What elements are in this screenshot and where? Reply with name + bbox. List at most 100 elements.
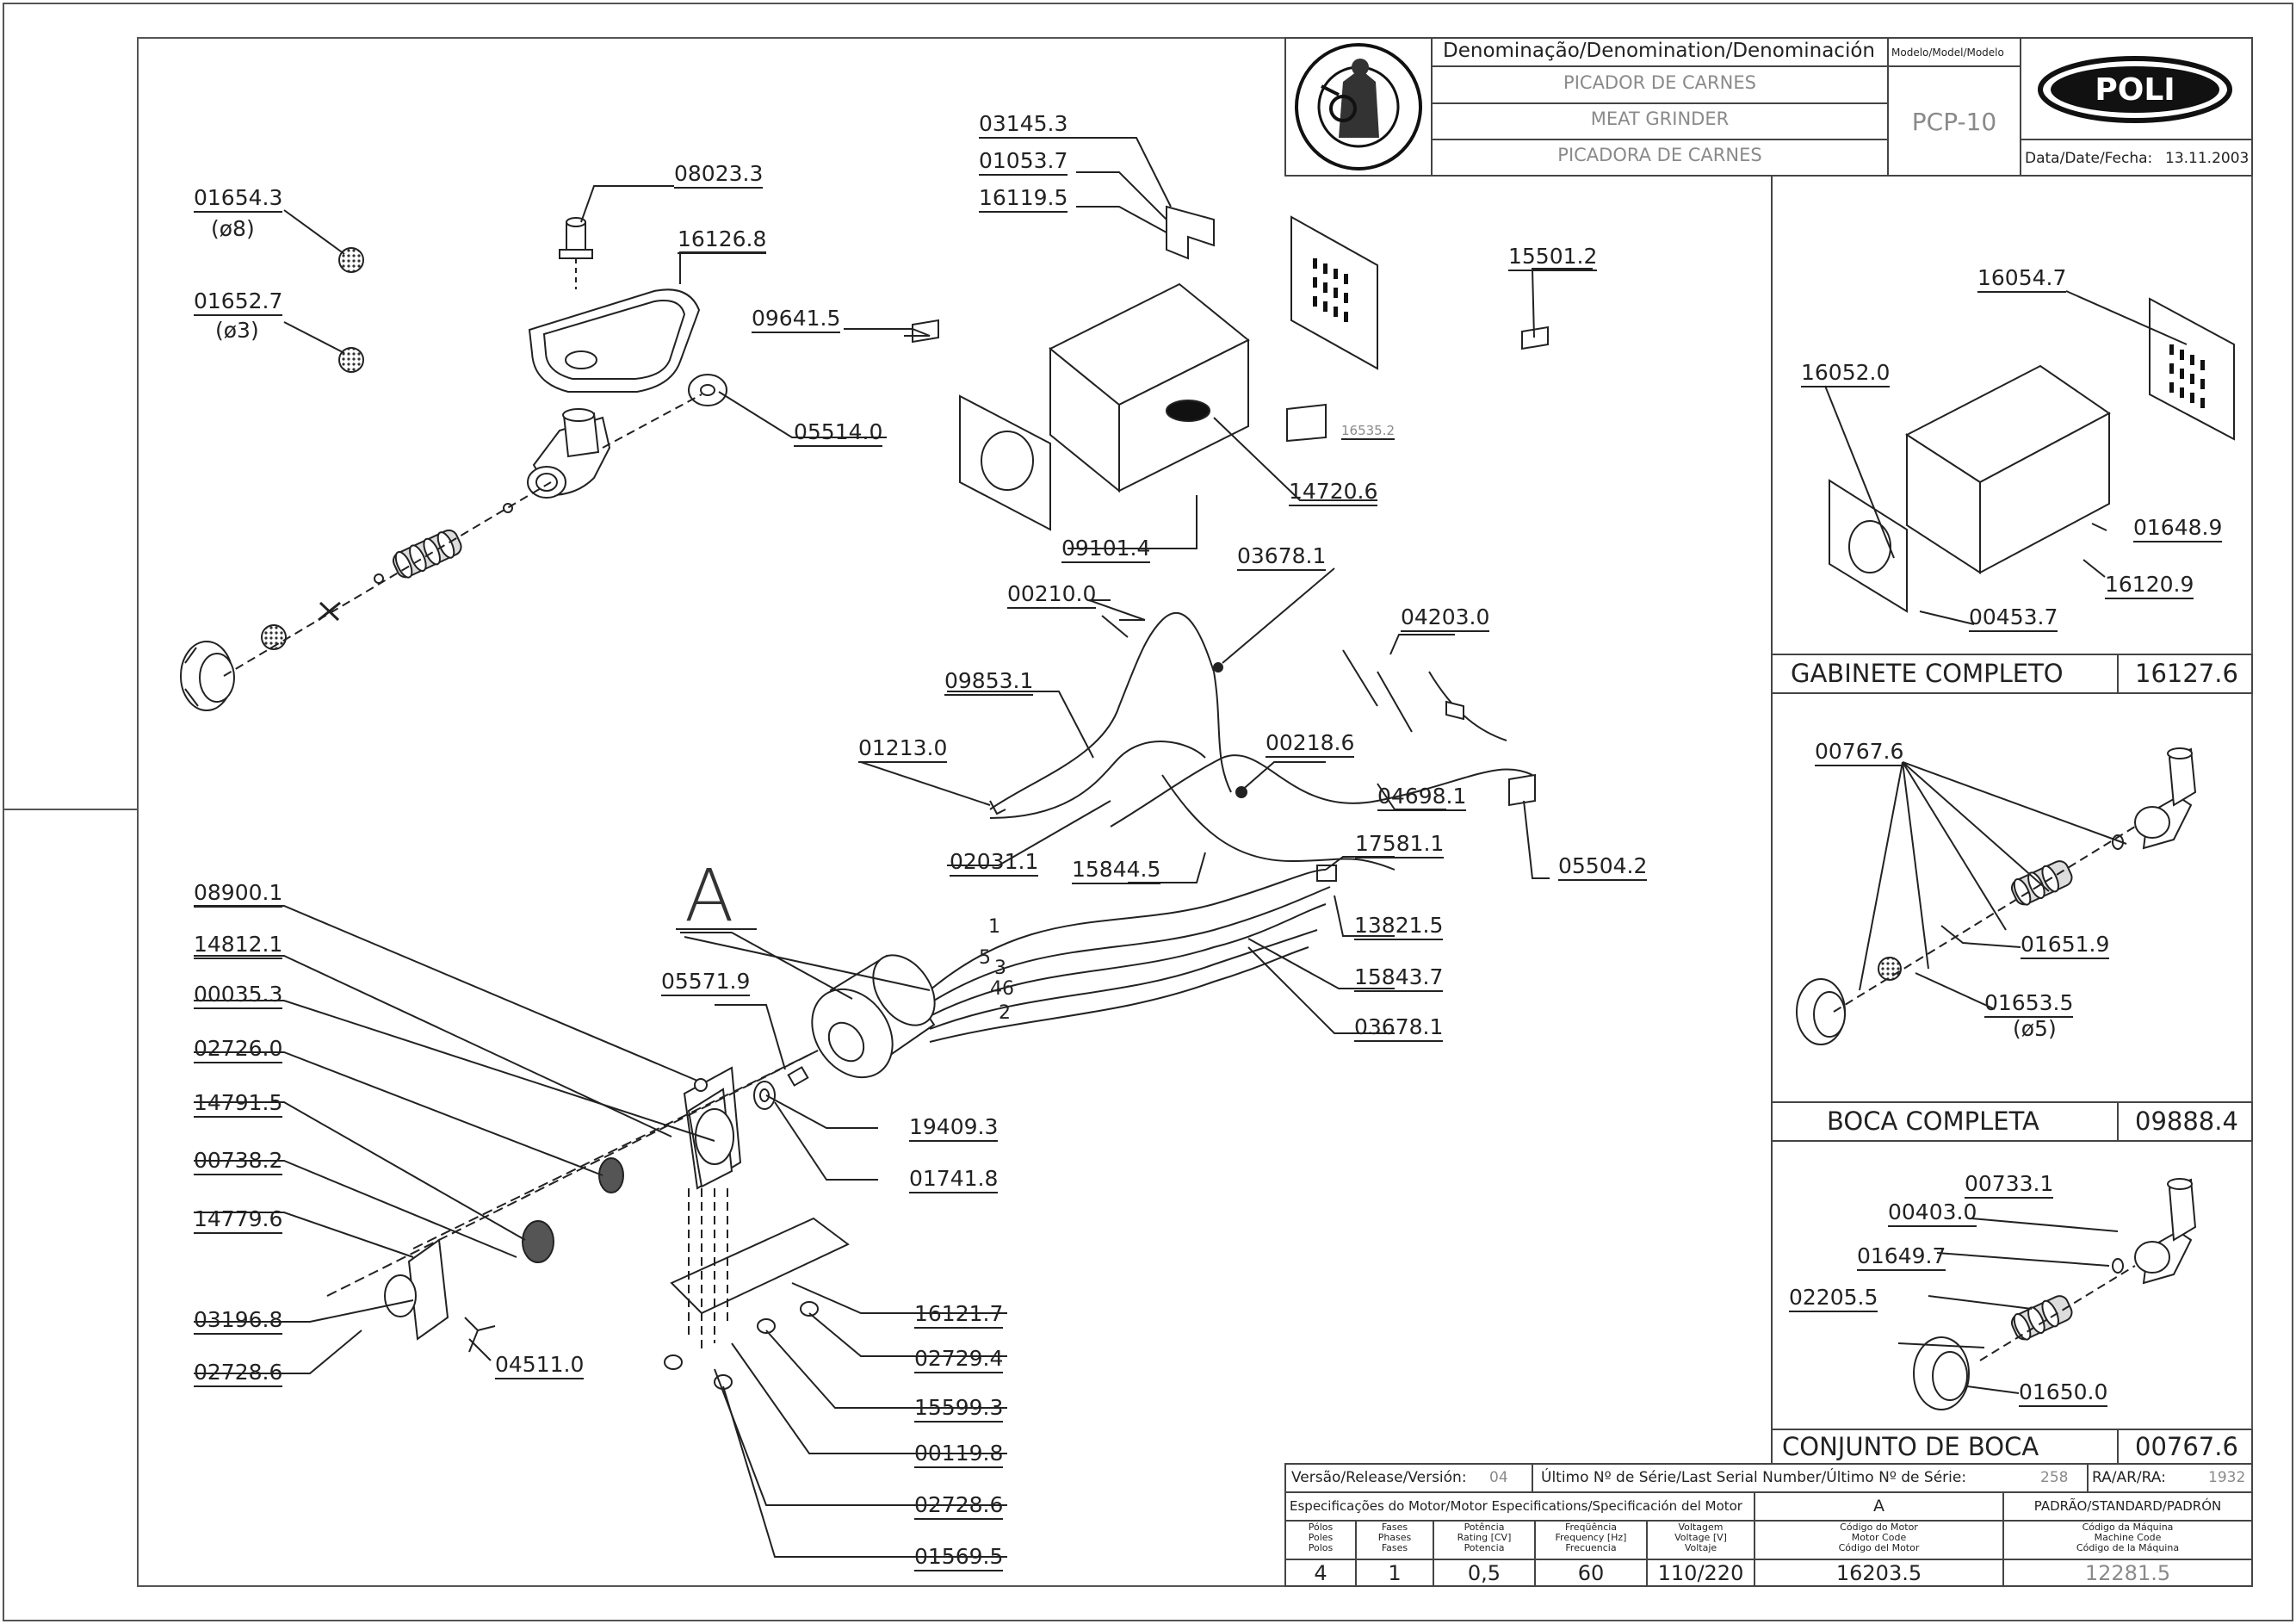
part-label: 01053.7	[979, 148, 1068, 176]
spec-value-voltage: 110/220	[1657, 1561, 1744, 1585]
version-label: Versão/Release/Versión:	[1291, 1469, 1467, 1486]
part-label: 00453.7	[1969, 604, 2058, 632]
wire-number: 1	[988, 916, 1000, 938]
part-label: 02205.5	[1789, 1285, 1878, 1312]
part-label: 04203.0	[1401, 604, 1490, 632]
wiring-drawing	[929, 611, 1536, 1043]
part-label: 19409.3	[909, 1114, 999, 1142]
motor-variant: A	[1873, 1497, 1884, 1516]
part-label: 15844.5	[1072, 857, 1161, 884]
wire-number: 5	[979, 947, 991, 969]
authorized-service-seal	[1295, 43, 1422, 170]
part-label: 16052.0	[1801, 360, 1891, 387]
motor-variant-letter: A	[684, 853, 734, 938]
part-label: 01653.5	[1984, 990, 2074, 1018]
part-label: 09101.4	[1061, 536, 1151, 563]
part-label: 17581.1	[1355, 831, 1445, 858]
cabinet-kit-drawing	[1829, 297, 2235, 613]
date-value: 13.11.2003	[2165, 150, 2250, 167]
motor-spec-label: Especificações do Motor/Motor Especifica…	[1290, 1498, 1742, 1514]
part-label: 16054.7	[1977, 265, 2067, 293]
part-label: 02728.6	[914, 1492, 1004, 1520]
spec-value-phases: 1	[1388, 1561, 1402, 1585]
part-label: 01650.0	[2019, 1379, 2108, 1407]
wire-number: 3	[994, 958, 1006, 979]
model-header: Modelo/Model/Modelo	[1891, 46, 2004, 59]
part-label: 00738.2	[194, 1148, 283, 1175]
wire-number: 46	[990, 978, 1014, 1000]
part-label: 14779.6	[194, 1206, 283, 1234]
part-label: 00119.8	[914, 1441, 1004, 1468]
spec-value-frequency: 60	[1577, 1561, 1605, 1585]
part-label: 00218.6	[1266, 730, 1355, 758]
part-label: 04511.0	[495, 1352, 585, 1379]
part-sublabel: (ø3)	[215, 318, 259, 343]
part-label: 05504.2	[1558, 853, 1648, 881]
mouth-set-code: 00767.6	[2135, 1432, 2238, 1461]
name-spanish: PICADORA DE CARNES	[1557, 145, 1762, 165]
poli-logo	[2038, 56, 2232, 123]
ra-value: 1932	[2208, 1469, 2246, 1486]
spec-value-rating: 0,5	[1467, 1561, 1501, 1585]
part-label: 03145.3	[979, 111, 1068, 139]
mouth-set-title: CONJUNTO DE BOCA	[1782, 1432, 2039, 1461]
part-label: 09641.5	[752, 306, 841, 333]
mouth-set-drawing	[1913, 1178, 2197, 1410]
part-label: 01648.9	[2133, 515, 2223, 542]
title-block	[1284, 37, 2253, 177]
part-label: 14720.6	[1289, 479, 1378, 506]
part-label: 00733.1	[1965, 1171, 2054, 1199]
part-label: 01569.5	[914, 1544, 1004, 1571]
standard-label: PADRÃO/STANDARD/PADRÓN	[2033, 1498, 2222, 1514]
part-label: 01654.3	[194, 185, 283, 213]
serial-label: Último Nº de Série/Last Serial Number/Úl…	[1541, 1469, 1967, 1486]
part-label: 03678.1	[1237, 543, 1327, 571]
part-label: 01652.7	[194, 288, 283, 316]
part-label: 01213.0	[858, 735, 948, 763]
part-label: 15599.3	[914, 1395, 1004, 1423]
part-label: 14791.5	[194, 1090, 283, 1118]
motor-assembly-drawing	[224, 904, 1330, 1524]
version-value: 04	[1489, 1469, 1508, 1486]
part-label: 09853.1	[944, 668, 1034, 696]
part-label: 03196.8	[194, 1307, 283, 1335]
date-label: Data/Date/Fecha:	[2025, 150, 2153, 167]
part-label: 00035.3	[194, 982, 283, 1009]
mouth-kit-drawing	[1796, 747, 2197, 1045]
name-portuguese: PICADOR DE CARNES	[1563, 72, 1756, 93]
variant-underline	[676, 928, 757, 930]
part-label: 05571.9	[661, 969, 751, 996]
part-label: 15843.7	[1354, 964, 1444, 992]
part-label: 08900.1	[194, 880, 283, 908]
serial-value: 258	[2040, 1469, 2069, 1486]
part-label: 16119.5	[979, 185, 1068, 213]
part-label: 15501.2	[1508, 244, 1598, 271]
part-label: 02728.6	[194, 1360, 283, 1387]
part-label: 08023.3	[674, 161, 764, 189]
part-label: 16120.9	[2105, 572, 2194, 599]
cabinet-drawing	[912, 205, 1549, 531]
mouth-kit-code: 09888.4	[2135, 1106, 2238, 1136]
part-label: 16121.7	[914, 1301, 1004, 1329]
part-label: 05514.0	[794, 419, 883, 447]
part-label: 16126.8	[678, 226, 767, 254]
kit-panels-frame	[1771, 176, 2253, 1465]
part-label: 00210.0	[1007, 581, 1097, 609]
part-label: 14812.1	[194, 932, 283, 959]
wire-number: 2	[999, 1002, 1011, 1024]
cabinet-kit-title: GABINETE COMPLETO	[1791, 659, 2064, 688]
part-label: 04698.1	[1377, 784, 1467, 811]
part-label: 16535.2	[1341, 423, 1396, 440]
cabinet-kit-code: 16127.6	[2135, 659, 2238, 688]
grinder-head-drawing	[180, 217, 727, 711]
part-label: 01741.8	[909, 1166, 999, 1193]
part-label: 03678.1	[1354, 1014, 1444, 1042]
part-sublabel: (ø5)	[2013, 1016, 2057, 1041]
